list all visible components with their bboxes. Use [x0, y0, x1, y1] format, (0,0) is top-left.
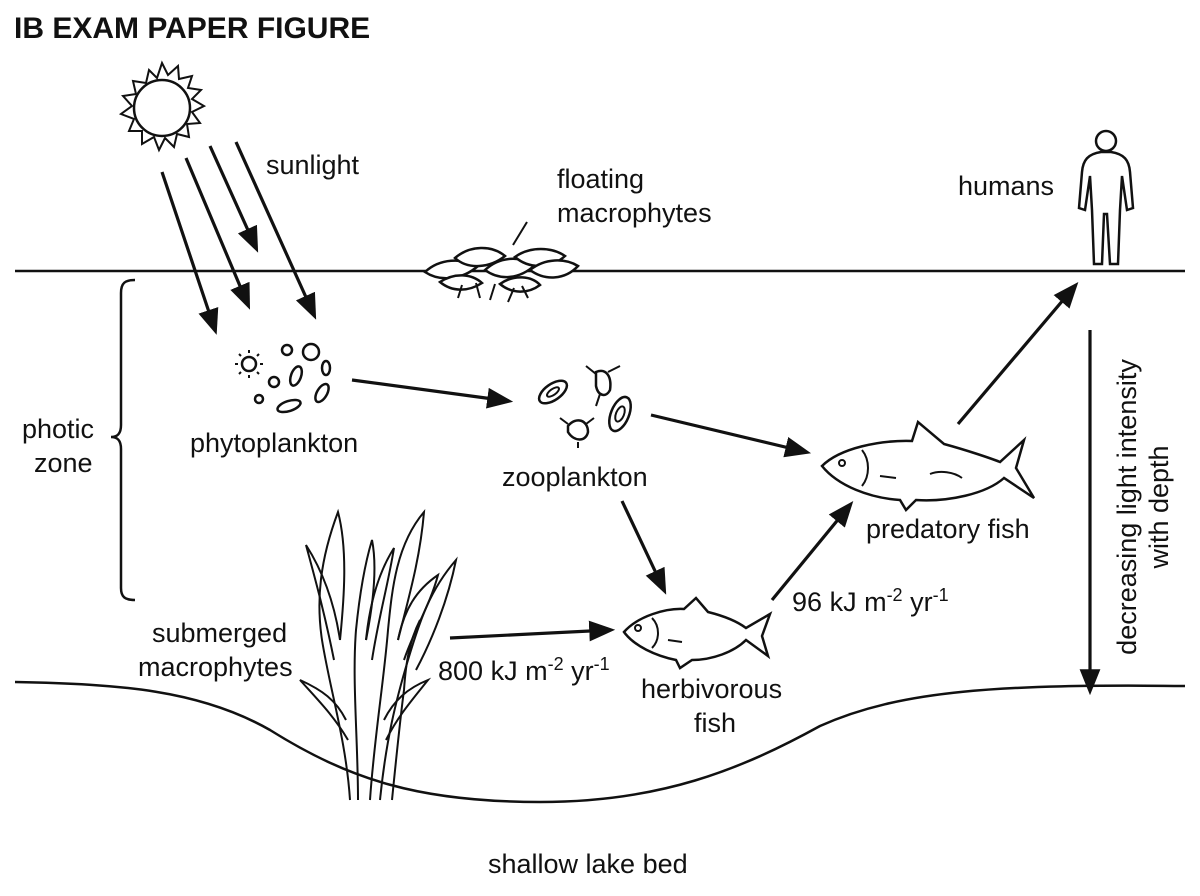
arrow-predatory-fish-to-humans [956, 282, 1079, 426]
floating-macrophytes-label-line1: floating [557, 164, 644, 194]
floating-macrophytes-pointer [512, 221, 528, 246]
figure-title: IB EXAM PAPER FIGURE [14, 12, 370, 45]
phytoplankton-label: phytoplankton [190, 428, 358, 458]
photic-zone-brace [110, 278, 136, 602]
lake-bed-label: shallow lake bed [488, 849, 688, 879]
submerged-macrophytes-label-line2: macrophytes [138, 652, 293, 682]
herbivorous-fish-label-line2: fish [694, 708, 736, 738]
herbivorous-fish-label-line1: herbivorous [641, 674, 782, 704]
predatory-fish-icon [820, 419, 1036, 513]
arrow-submerged-to-herbivorous-fish [449, 620, 616, 642]
predatory-fish-label: predatory fish [866, 514, 1030, 544]
arrow-herbivorous-to-predatory-fish [770, 500, 854, 602]
submerged-macrophytes-icon [299, 508, 458, 801]
photic-zone-label-line2: zone [34, 448, 93, 478]
submerged-macrophytes-label-line1: submerged [152, 618, 287, 648]
energy-flow-96: 96 kJ m-2 yr-1 [792, 585, 949, 617]
human-figure-icon [1077, 129, 1135, 266]
depth-label-line2: with depth [1144, 445, 1174, 569]
herbivorous-fish-icon [622, 596, 773, 670]
arrow-zooplankton-to-herbivorous-fish [620, 500, 667, 595]
photic-zone-label-line1: photic [22, 414, 94, 444]
zooplankton-icon [537, 365, 632, 448]
depth-label-line1: decreasing light intensity [1112, 359, 1142, 655]
zooplankton-label: zooplankton [502, 462, 648, 492]
lake-bed-curve [14, 680, 1186, 804]
sun-icon [118, 60, 207, 153]
sunlight-label: sunlight [266, 150, 360, 180]
humans-label: humans [958, 171, 1054, 201]
phytoplankton-icon [235, 342, 332, 414]
arrow-zooplankton-to-predatory-fish [650, 413, 812, 458]
floating-macrophytes-label-line2: macrophytes [557, 198, 712, 228]
energy-flow-800: 800 kJ m-2 yr-1 [438, 654, 610, 686]
arrow-phytoplankton-to-zooplankton [351, 378, 514, 409]
sunlight-arrows [160, 141, 317, 335]
floating-macrophytes-icon [422, 246, 580, 303]
